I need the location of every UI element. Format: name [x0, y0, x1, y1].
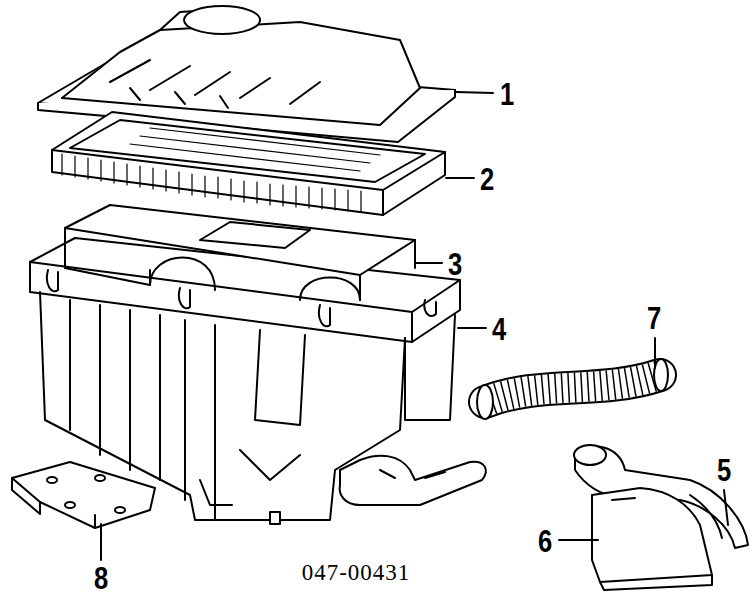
- mounting-bracket: [12, 462, 155, 528]
- leader-line: [446, 177, 474, 179]
- drawing-number: 047-00431: [302, 561, 411, 584]
- callout-number: 1: [500, 78, 514, 110]
- callout-number: 2: [480, 163, 494, 195]
- leader-line: [100, 524, 102, 560]
- intake-hose: [477, 359, 668, 419]
- callout-number: 5: [717, 454, 731, 486]
- leader-line: [654, 338, 656, 368]
- callout-number: 3: [448, 248, 462, 280]
- leader-line: [559, 539, 598, 541]
- air-cleaner-housing: [30, 238, 486, 524]
- air-filter-element: [52, 112, 445, 215]
- callout-number: 8: [94, 562, 108, 594]
- callout-number: 4: [492, 313, 506, 345]
- leader-line: [416, 262, 442, 264]
- air-cleaner-baffle: [65, 205, 415, 300]
- leader-line: [724, 490, 728, 525]
- callout-number: 7: [647, 302, 661, 334]
- air-intake-duct: [574, 445, 748, 590]
- leader-lines: [101, 92, 728, 560]
- leader-line: [458, 327, 486, 329]
- callout-number: 6: [538, 525, 552, 557]
- leader-line: [456, 92, 493, 93]
